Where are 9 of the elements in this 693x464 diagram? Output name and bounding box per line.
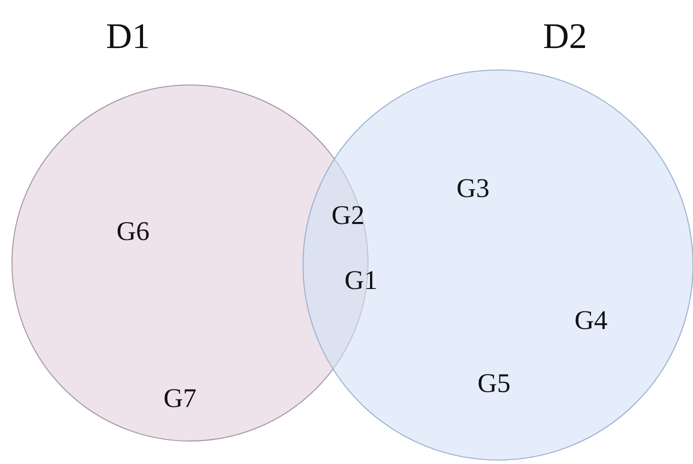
element-label: G4 [574, 305, 608, 335]
element-label: G2 [332, 200, 364, 230]
element-label: G6 [116, 216, 150, 246]
element-label: G1 [344, 265, 378, 295]
element-label: G5 [478, 368, 510, 398]
element-label: G3 [456, 173, 490, 203]
set-label: D1 [106, 16, 150, 56]
element-label: G7 [164, 383, 196, 413]
set-label: D2 [543, 16, 587, 56]
